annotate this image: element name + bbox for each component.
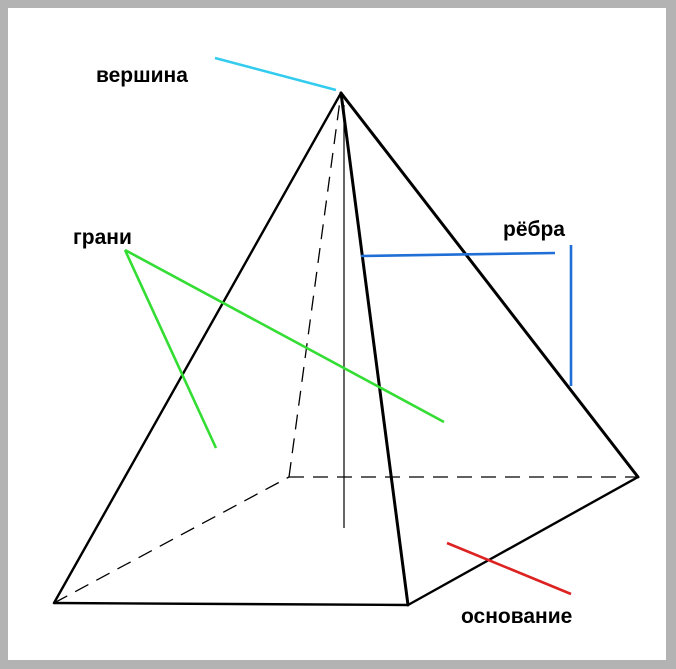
hidden-base-edge-left xyxy=(53,476,290,604)
base-edge-front xyxy=(52,601,410,607)
base-edge-right xyxy=(406,475,640,607)
apex-pointer-line xyxy=(214,56,337,92)
frame-right xyxy=(666,0,676,669)
hidden-edges xyxy=(53,92,638,604)
faces-pointer-line-2 xyxy=(123,249,218,449)
edges-pointer xyxy=(360,245,573,386)
visible-edges xyxy=(52,91,640,607)
base-label: основание xyxy=(461,605,572,628)
faces-label: грани xyxy=(73,226,132,249)
hidden-lateral-edge xyxy=(288,92,342,478)
apex-label: вершина xyxy=(96,64,188,87)
base-pointer-line xyxy=(446,541,572,596)
edges-label: рёбра xyxy=(503,218,565,241)
lateral-edge-right xyxy=(339,91,640,479)
frame-top xyxy=(0,0,676,8)
faces-pointers xyxy=(123,248,445,449)
frame-left xyxy=(0,0,8,669)
lateral-edge-front xyxy=(339,91,410,607)
faces-pointer-line-1 xyxy=(124,248,445,424)
lateral-edge-left xyxy=(52,91,343,605)
edges-pointer-horizontal xyxy=(360,251,556,258)
frame-bottom xyxy=(0,660,676,669)
